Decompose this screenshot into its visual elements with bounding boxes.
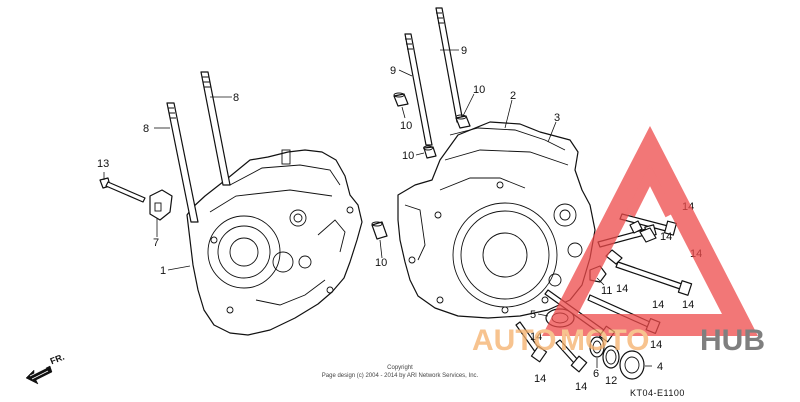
bolt-14-a[interactable] [619, 213, 677, 236]
cap-4[interactable] [619, 350, 645, 380]
callout-14-b: 14 [660, 231, 672, 243]
watermark-text-moto: MOTO [560, 324, 649, 357]
front-direction-arrow-icon [25, 365, 53, 385]
dowel-pin-10-b[interactable] [455, 114, 471, 129]
callout-4: 4 [657, 361, 663, 373]
callout-5: 5 [530, 309, 536, 321]
callout-11: 11 [601, 285, 612, 297]
bolt-14-i[interactable] [639, 227, 657, 243]
bolt-14-j[interactable] [629, 220, 643, 234]
watermark-logo: AUTO MOTO HUB [472, 125, 765, 357]
callout-14-i: 14 [575, 381, 587, 393]
callout-14-j: 14 [530, 331, 542, 343]
callout-1: 1 [160, 265, 166, 277]
bolt-14-h[interactable] [555, 339, 588, 373]
callout-12: 12 [605, 375, 617, 387]
right-crankcase[interactable] [397, 121, 596, 319]
callout-14-e: 14 [652, 299, 664, 311]
watermark-text-auto: AUTO [472, 324, 556, 357]
cable-clamp-7[interactable] [149, 189, 173, 221]
callout-10-c: 10 [402, 150, 414, 162]
callout-14-d: 14 [616, 283, 628, 295]
o-ring-12[interactable] [602, 345, 620, 369]
bolt-14-c[interactable] [605, 249, 623, 265]
callout-14-f: 14 [682, 299, 694, 311]
dowel-pin-10-d[interactable] [371, 221, 388, 240]
bolt-14-g[interactable] [515, 321, 548, 363]
bolt-14-d[interactable] [615, 261, 693, 296]
copyright-line-2: Page design (c) 2004 - 2014 by ARI Netwo… [321, 373, 479, 379]
callout-8-left: 8 [143, 123, 149, 135]
watermark-triangle-icon [541, 125, 759, 336]
stud-bolt-8-left[interactable] [166, 102, 199, 223]
dowel-pin-10-c[interactable] [423, 145, 437, 159]
callout-9-right: 9 [461, 45, 467, 57]
diagram-code: KT04-E1100 [630, 388, 685, 398]
callout-7: 7 [153, 237, 159, 249]
left-crankcase[interactable] [186, 149, 363, 336]
callout-10-a: 10 [400, 120, 412, 132]
callout-2: 2 [510, 90, 516, 102]
bolt-13[interactable] [99, 177, 146, 203]
leader-lines [103, 49, 652, 368]
watermark-text-hub: HUB [700, 324, 765, 357]
copyright-line-1: Copyright [387, 365, 413, 371]
dowel-pin-10-a[interactable] [393, 92, 409, 107]
stud-bolt-8-right[interactable] [200, 71, 231, 186]
callout-6: 6 [593, 368, 599, 380]
callout-13: 13 [97, 158, 109, 170]
callout-10-d: 10 [375, 257, 387, 269]
callout-9-left: 9 [390, 65, 396, 77]
callout-14-g: 14 [650, 339, 662, 351]
callout-14-h: 14 [534, 373, 546, 385]
callout-10-b: 10 [473, 84, 485, 96]
stud-bolt-9-right[interactable] [435, 7, 464, 123]
o-ring-6[interactable] [589, 336, 605, 358]
stud-bolt-9-left[interactable] [404, 33, 433, 146]
callout-3: 3 [554, 112, 560, 124]
callout-8-right: 8 [233, 92, 239, 104]
callout-labels: 1 2 3 4 5 6 7 8 8 9 9 10 10 10 10 11 12 … [97, 45, 702, 393]
